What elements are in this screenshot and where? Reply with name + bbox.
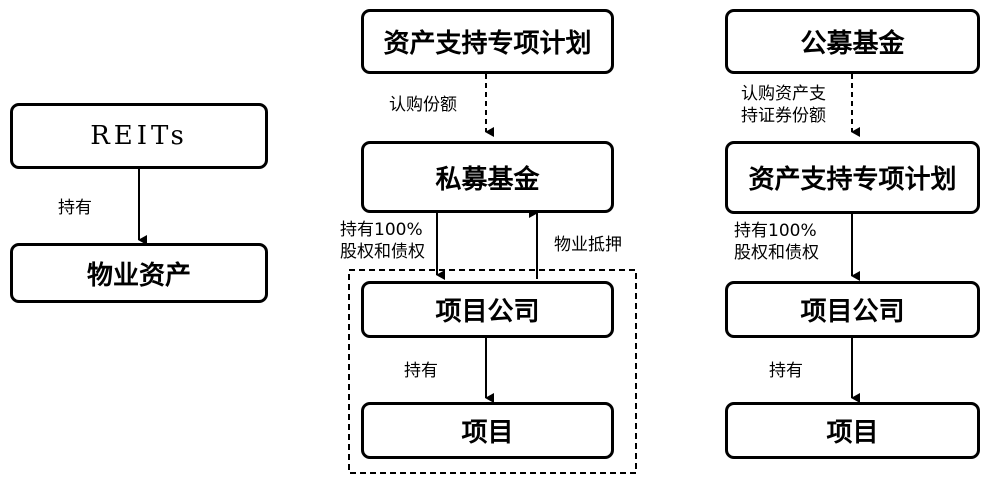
right-subscribe-label: 认购资产支 持证券份额 xyxy=(741,83,826,127)
middle-subscribe-label: 认购份额 xyxy=(389,95,457,115)
middle-project-company-box: 项目公司 xyxy=(361,281,614,338)
right-subscribe-line-2: 持证券份额 xyxy=(741,106,826,126)
public-fund-box: 公募基金 xyxy=(725,9,980,74)
right-project-company-box: 项目公司 xyxy=(725,281,980,338)
right-subscribe-line-1: 认购资产支 xyxy=(741,84,826,104)
reits-box: REITs xyxy=(10,103,268,169)
middle-equity-debt-label: 持有100% 股权和债权 xyxy=(340,219,425,263)
middle-mortgage-label: 物业抵押 xyxy=(554,235,622,255)
middle-holds-label: 持有 xyxy=(404,361,438,381)
property-assets-box: 物业资产 xyxy=(10,243,268,303)
private-fund-box: 私募基金 xyxy=(361,141,614,213)
left-holds-label: 持有 xyxy=(58,198,92,218)
right-holds-label: 持有 xyxy=(769,361,803,381)
middle-equity-debt-line-2: 股权和债权 xyxy=(340,242,425,262)
right-equity-debt-line-2: 股权和债权 xyxy=(734,243,819,263)
middle-equity-debt-line-1: 持有100% xyxy=(340,220,423,240)
right-abs-plan-box: 资产支持专项计划 xyxy=(725,141,980,214)
dashed-group-boundary xyxy=(348,269,637,474)
right-equity-debt-line-1: 持有100% xyxy=(734,221,817,241)
right-equity-debt-label: 持有100% 股权和债权 xyxy=(734,220,819,264)
middle-project-box: 项目 xyxy=(361,402,614,459)
middle-abs-plan-box: 资产支持专项计划 xyxy=(361,9,614,74)
right-project-box: 项目 xyxy=(725,402,980,459)
